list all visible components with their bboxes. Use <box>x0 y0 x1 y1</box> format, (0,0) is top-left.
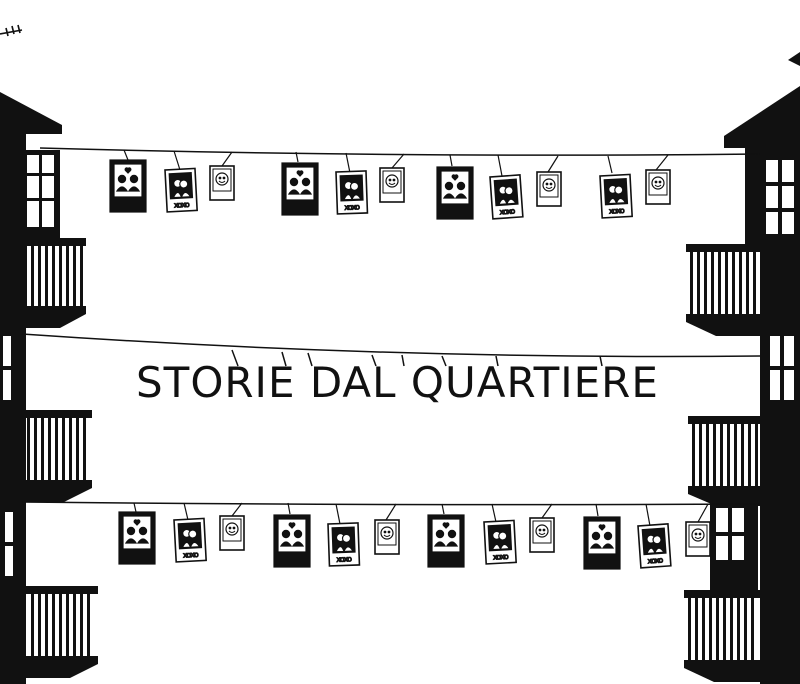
right-balcony-lower <box>684 590 762 682</box>
right-balcony-upper <box>686 244 762 336</box>
left-balcony-lower <box>26 586 98 678</box>
title-clothespins <box>231 349 603 367</box>
left-balcony-upper <box>20 238 86 328</box>
top-photo-row <box>109 149 671 220</box>
antenna-icon <box>0 24 23 37</box>
right-balcony-middle <box>688 416 762 506</box>
bottom-photo-row <box>118 502 711 570</box>
left-building <box>0 92 62 684</box>
right-building <box>710 52 800 684</box>
page-title: STORIE DAL QUARTIERE <box>136 358 659 407</box>
left-balcony-middle <box>22 410 92 502</box>
